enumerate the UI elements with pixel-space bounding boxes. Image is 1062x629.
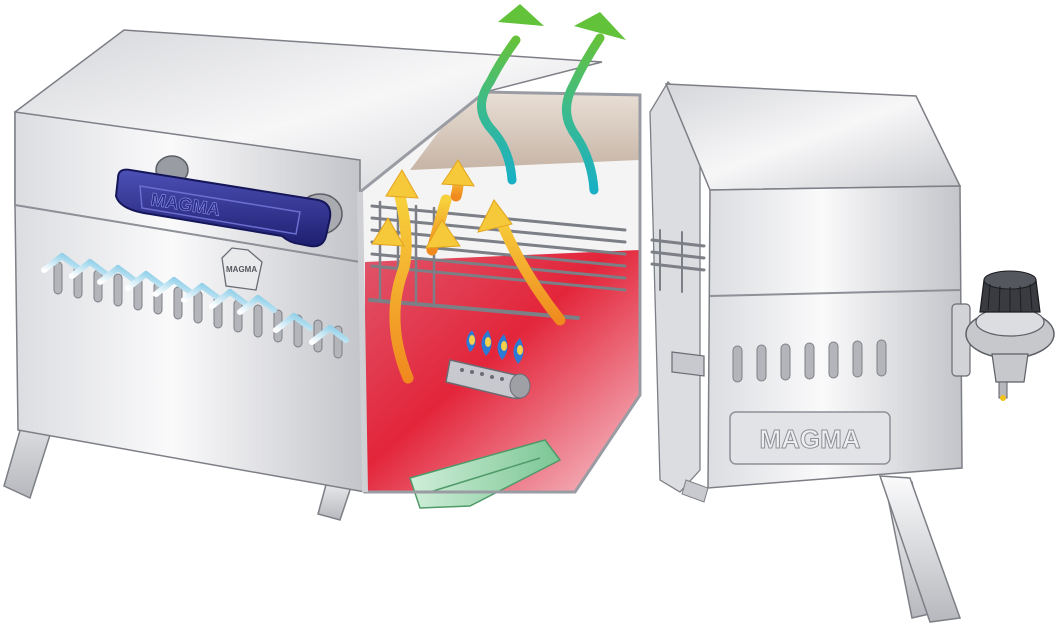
burner-flame-icon [466,330,524,364]
brand-plate: MAGMA [729,411,891,465]
exhaust-arrows [477,33,605,195]
right-vent-slots [732,339,887,383]
left-grill-half: MAGMA MAGMA [3,4,642,521]
right-burner-stub [671,351,705,377]
right-interior-edge [649,80,701,493]
right-front-leg [878,475,962,623]
gas-regulator-icon [951,270,1055,401]
right-grate-stubs [650,229,706,293]
right-lid-top [664,83,962,191]
intake-airflow-arrows [41,253,349,345]
lid-handle: MAGMA [114,168,332,248]
brand-tag: MAGMA [221,247,263,291]
heat-zone [365,250,640,492]
exhaust-arrowheads [498,4,626,40]
hot-air-arrowheads [371,159,513,249]
burner-tube [445,359,531,400]
right-grill-half: MAGMA [649,80,1055,623]
burner-holes [460,368,504,381]
cooking-grate [368,200,627,320]
left-vent-slots [53,261,343,359]
panel-brand-label: MAGMA [759,424,860,454]
tag-brand-label: MAGMA [226,265,257,274]
